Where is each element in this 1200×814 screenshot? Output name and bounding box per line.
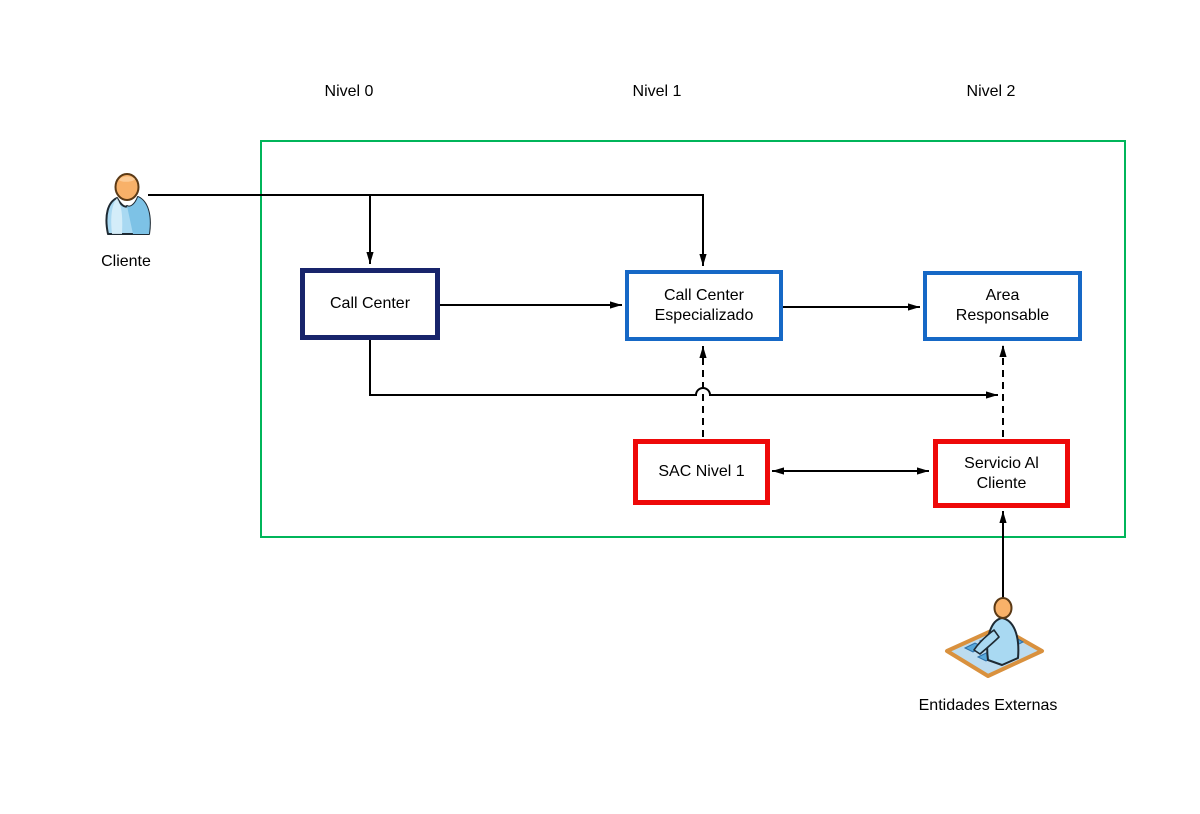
edge-cliente-to-callcenters: [148, 194, 707, 266]
edge-callcenter-to-area: [369, 340, 998, 399]
lane-label-nivel-1: Nivel 1: [632, 83, 682, 100]
lane-label-nivel-0: Nivel 0: [324, 83, 374, 100]
actor-label-cliente: Cliente: [101, 253, 151, 270]
node-sac-nivel-1: SAC Nivel 1: [633, 439, 770, 505]
actor-label-entidades-externas: Entidades Externas: [918, 697, 1058, 714]
node-call-center: Call Center: [300, 268, 440, 340]
system-boundary-box: [260, 140, 1126, 538]
node-servicio-al-cliente: Servicio Al Cliente: [933, 439, 1070, 508]
cliente-person-icon: [105, 173, 151, 235]
lane-label-nivel-2: Nivel 2: [966, 83, 1016, 100]
entidades-externas-person-icon: [945, 597, 1044, 678]
node-call-center-especializado: Call Center Especializado: [625, 270, 783, 341]
node-area-responsable: Area Responsable: [923, 271, 1082, 341]
